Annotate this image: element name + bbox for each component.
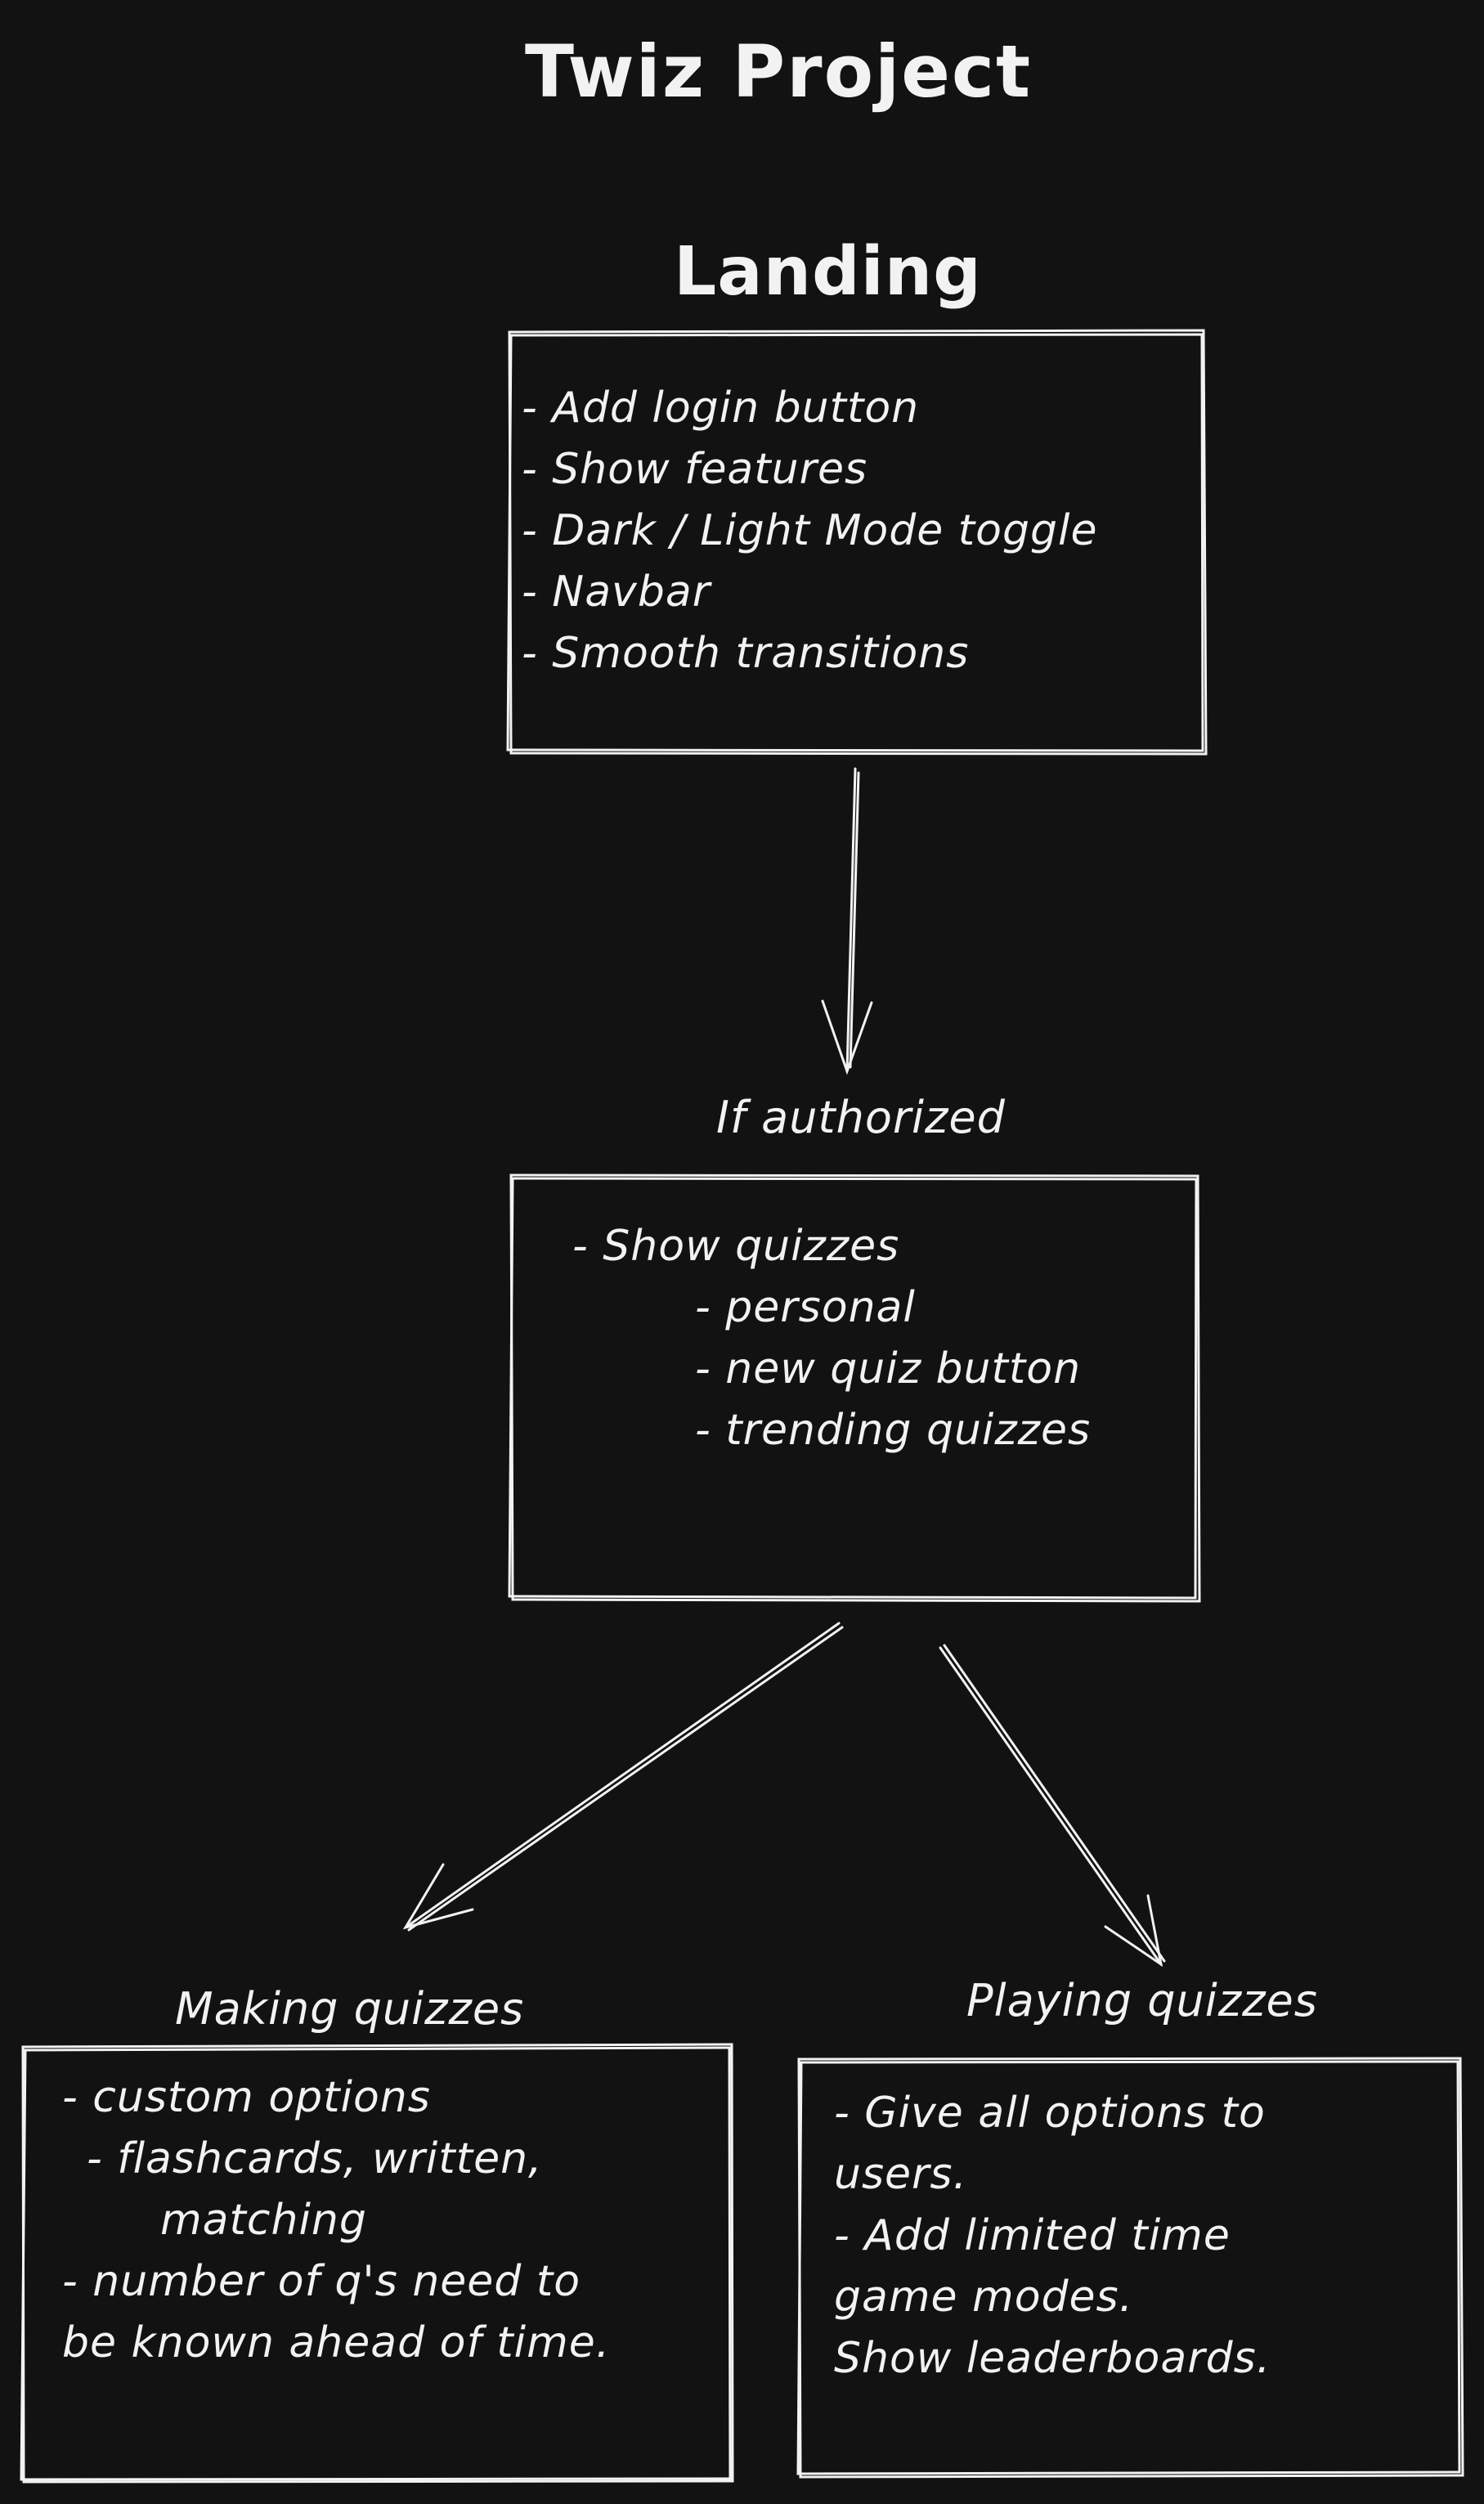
making-label: Making quizzes (175, 1983, 525, 2035)
making-item: - number of q's need to (62, 2257, 581, 2306)
landing-item: - Smooth transitions (522, 629, 970, 678)
playing-item: - Give all options to (834, 2089, 1266, 2138)
authorized-subitem: - trending quizzes (695, 1406, 1092, 1455)
playing-item: game modes. (834, 2273, 1134, 2322)
making-item: be known ahead of time. (62, 2318, 611, 2367)
arrow-authorized-to-making (402, 1622, 844, 1932)
authorized-box (508, 1173, 1201, 1603)
playing-box (796, 2057, 1464, 2479)
authorized-item: - Show quizzes (572, 1222, 900, 1271)
playing-item: Show leaderboards. (834, 2334, 1271, 2383)
making-item: matching (160, 2196, 367, 2245)
playing-label: Playing quizzes (966, 1975, 1318, 2026)
diagram-title: Twiz Project (525, 29, 1033, 114)
authorized-subitem: - new quiz button (695, 1344, 1082, 1393)
landing-box (506, 329, 1208, 756)
making-box (20, 2043, 734, 2484)
arrow-landing-to-authorized (821, 767, 873, 1075)
authorized-label: If authorized (716, 1092, 1006, 1143)
landing-item: - Show features (522, 445, 868, 494)
arrow-authorized-to-playing (939, 1644, 1166, 1968)
playing-item: users. (834, 2150, 968, 2199)
playing-item: - Add limited time (834, 2211, 1231, 2260)
landing-heading: Landing (674, 233, 982, 311)
landing-item: - Navbar (522, 568, 711, 617)
authorized-subitem: - personal (695, 1283, 916, 1332)
making-item: - custom options (62, 2073, 431, 2122)
landing-item: - Add login button (522, 384, 920, 433)
landing-item: - Dark / Light Mode toggle (522, 506, 1098, 555)
making-item: - flashcards, written, (87, 2134, 543, 2183)
